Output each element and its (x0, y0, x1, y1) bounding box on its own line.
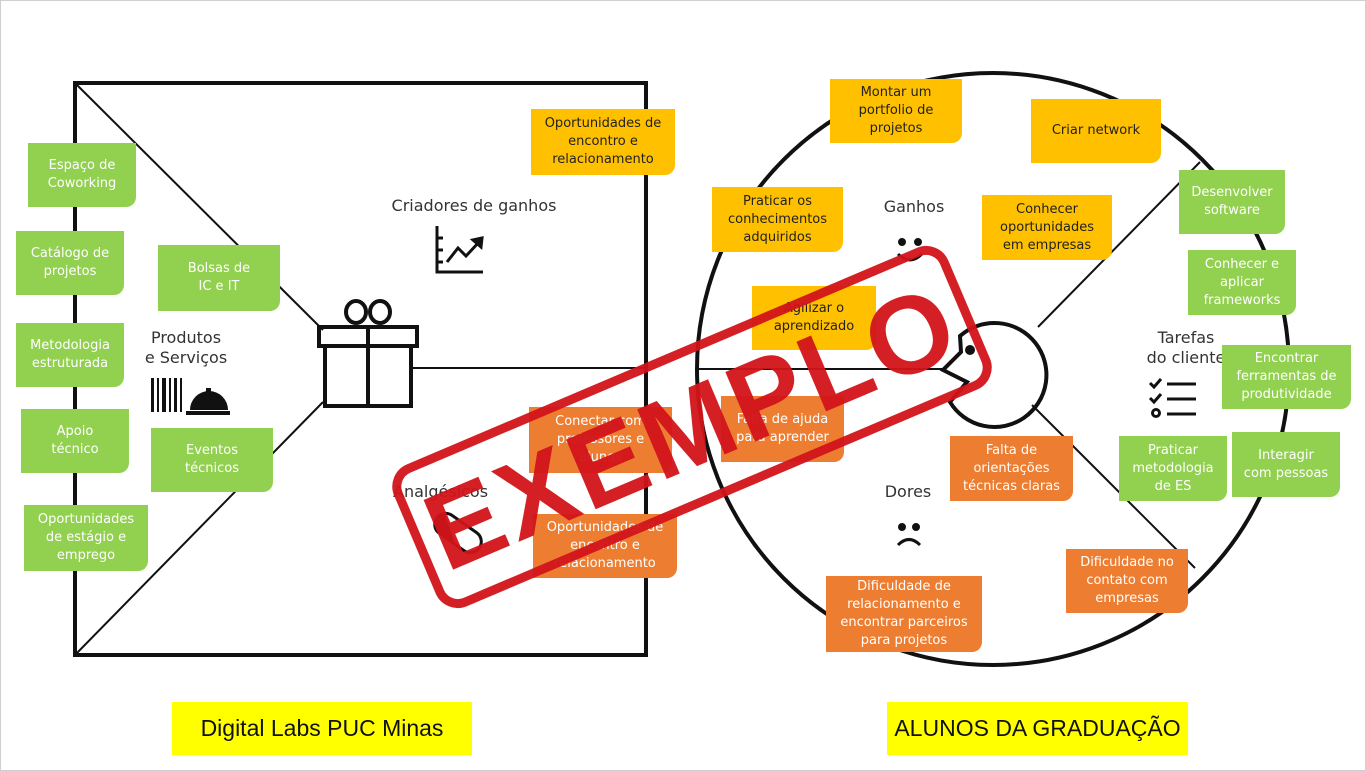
dores-label: Dores (884, 482, 932, 501)
criadores-ganhos-label: Criadores de ganhos (391, 196, 557, 215)
pain-note: Falta de ajuda para aprender (721, 396, 844, 462)
product-note: Oportunidades de estágio e emprego (24, 505, 148, 571)
smile-icon (896, 238, 924, 262)
job-note: Conhecer e aplicar frameworks (1188, 250, 1296, 315)
product-note: Apoio técnico (21, 409, 129, 473)
gain-note: Criar network (1031, 99, 1161, 163)
value-map-square (73, 81, 648, 657)
products-barcode-icon (151, 378, 182, 412)
gain-note: Conhecer oportunidades em empresas (982, 195, 1112, 260)
sad-icon (896, 523, 922, 547)
job-note: Desenvolver software (1179, 170, 1285, 234)
gain-note: Agilizar o aprendizado (752, 286, 876, 350)
pill-icon (433, 511, 483, 555)
service-bell-icon (186, 388, 230, 415)
pain-note: Dificuldade no contato com empresas (1066, 549, 1188, 613)
pain-reliever-note: Conectar com professores e alunos (529, 407, 672, 473)
customer-profile-circle (695, 71, 1291, 667)
product-note: Catálogo de projetos (16, 231, 124, 295)
product-note: Bolsas de IC e IT (158, 245, 280, 311)
gain-note: Montar um portfolio de projetos (830, 79, 962, 143)
pain-note: Dificuldade de relacionamento e encontra… (826, 576, 982, 652)
right-section-title: ALUNOS DA GRADUAÇÃO (887, 702, 1188, 755)
gain-note: Praticar os conhecimentos adquiridos (712, 187, 843, 252)
product-note: Metodologia estruturada (16, 323, 124, 387)
customer-face-icon (939, 321, 1049, 429)
checklist-icon (1148, 378, 1196, 418)
gain-creator-note: Oportunidades de encontro e relacionamen… (531, 109, 675, 175)
job-note: Encontrar ferramentas de produtividade (1222, 345, 1351, 409)
product-note: Espaço de Coworking (28, 143, 136, 207)
left-section-title: Digital Labs PUC Minas (172, 702, 472, 755)
ganhos-label: Ganhos (883, 197, 945, 216)
product-note: Eventos técnicos (151, 428, 273, 492)
tarefas-label: Tarefas do cliente (1146, 328, 1226, 367)
job-note: Interagir com pessoas (1232, 432, 1340, 497)
job-note: Praticar metodologia de ES (1119, 436, 1227, 501)
gift-icon (317, 299, 419, 408)
analgesicos-label: Analgésicos (393, 482, 489, 501)
gain-chart-icon (435, 226, 484, 274)
pain-note: Falta de orientações técnicas claras (950, 436, 1073, 501)
pain-reliever-note: Oportunidades de encontro e relacionamen… (533, 514, 677, 578)
produtos-servicos-label: Produtos e Serviços (144, 328, 228, 367)
